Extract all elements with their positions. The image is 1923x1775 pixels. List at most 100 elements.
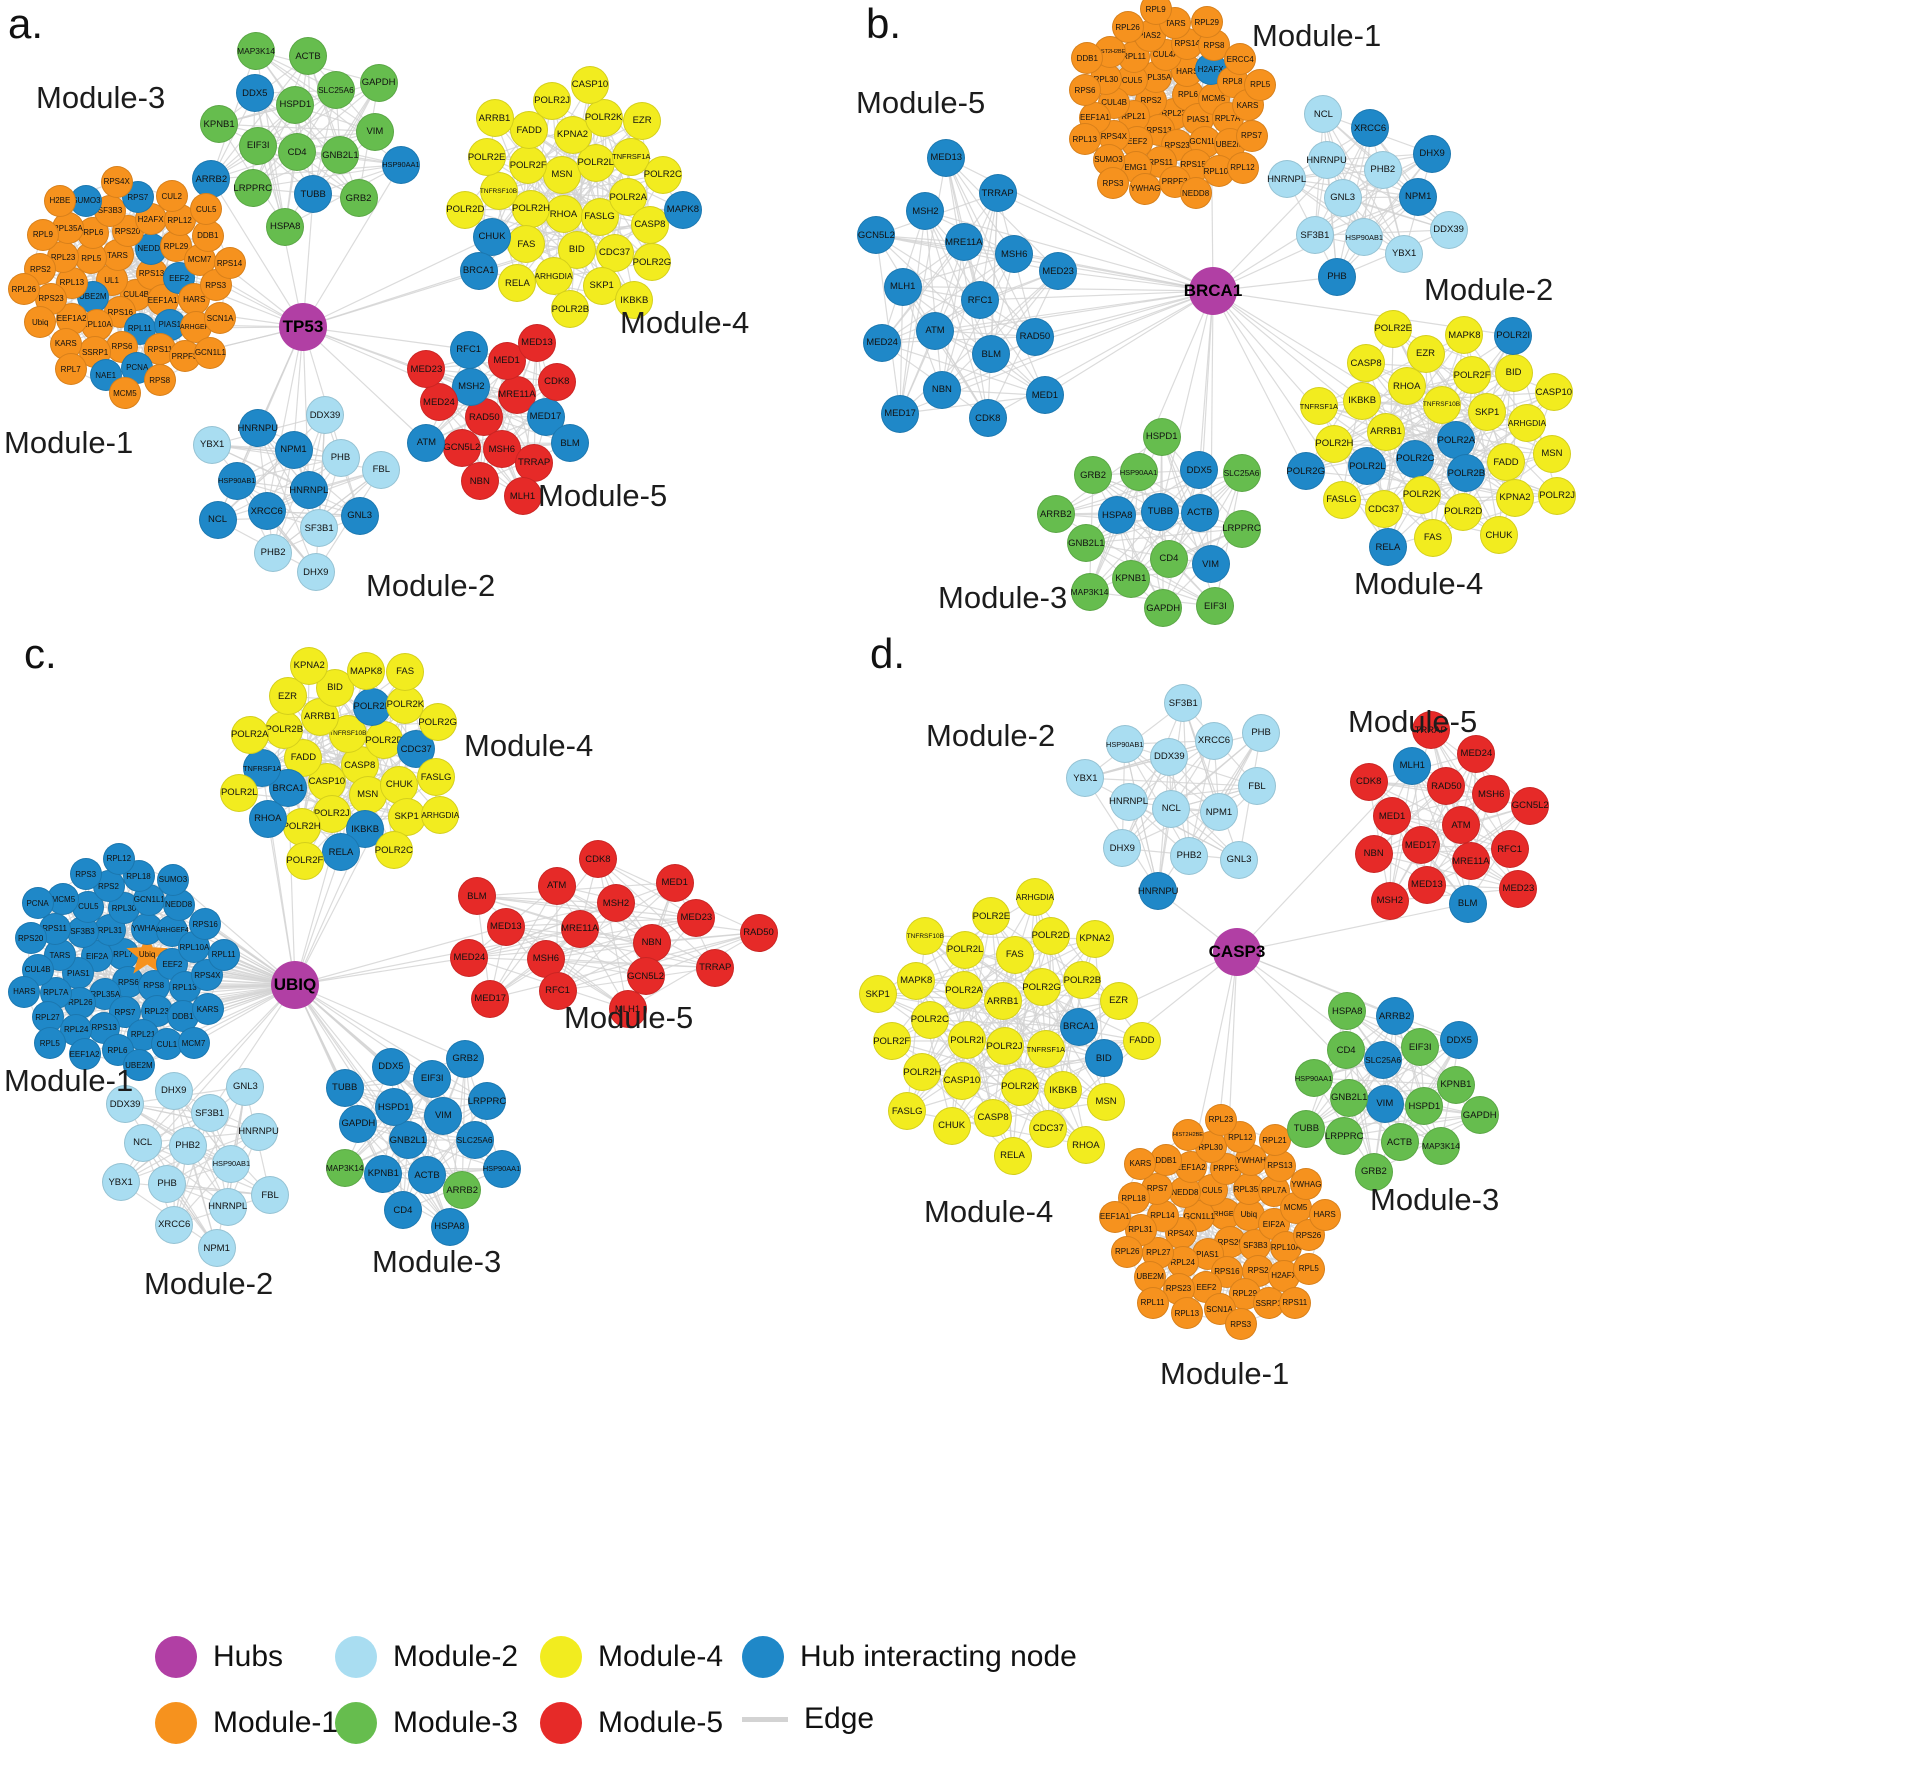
node-ubiq: Ubiq: [24, 306, 57, 338]
node-mapk8: MAPK8: [663, 190, 702, 229]
node-label: FASLG: [1326, 494, 1357, 506]
node-label: MAPK8: [666, 204, 699, 215]
edge: [1367, 465, 1516, 499]
node-label: BLM: [1457, 898, 1478, 910]
edge: [1124, 744, 1159, 892]
node-label: FASLG: [420, 771, 452, 783]
node-rpl11: RPL11: [1136, 1286, 1169, 1319]
legend-label: Module-2: [393, 1640, 519, 1673]
edge: [294, 925, 506, 986]
node-label: GAPDH: [361, 77, 396, 89]
edge: [900, 394, 1045, 415]
node-faslg: FASLG: [1322, 480, 1361, 519]
node-label: POLR2J: [1539, 490, 1576, 502]
node-rpl12: RPL12: [102, 842, 135, 875]
node-label: MED17: [529, 411, 562, 422]
node-label: RHOA: [254, 813, 282, 825]
node-rps11: RPS11: [1278, 1286, 1311, 1319]
edge: [294, 956, 470, 986]
node-label: FAS: [517, 238, 536, 250]
node-label: RPS8: [149, 375, 171, 385]
node-label: MSH2: [912, 205, 939, 217]
node-dhx9: DHX9: [1413, 134, 1452, 173]
node-polr2g: POLR2G: [418, 703, 457, 742]
module-label-d-module-3: Module-3: [1370, 1182, 1500, 1217]
edge: [1128, 801, 1240, 861]
legend-item-hub-interacting-node: Hub interacting node: [742, 1636, 1077, 1678]
edge: [941, 253, 1015, 391]
node-gcn1l1: GCN1L1: [194, 336, 227, 369]
node-label: NBN: [1363, 848, 1384, 860]
node-label: PHB2: [1370, 164, 1396, 176]
node-label: RPS14: [216, 258, 243, 268]
node-label: MAP3K14: [237, 46, 275, 57]
node-label: EEF1A2: [69, 1049, 100, 1059]
node-slc25a6: SLC25A6: [1222, 454, 1261, 492]
legend-color-swatch: [335, 1702, 377, 1744]
node-label: YWHAG: [1130, 184, 1161, 194]
node-nbn: NBN: [632, 923, 671, 962]
node-label: HSP90AB1: [1345, 232, 1383, 242]
node-label: FBL: [372, 464, 391, 476]
node-gnl3: GNL3: [1220, 840, 1258, 879]
node-label: CDC37: [599, 247, 631, 258]
node-arrb1: ARRB1: [475, 99, 514, 138]
node-ncl: NCL: [1152, 789, 1191, 828]
node-xrcc6: XRCC6: [1351, 109, 1390, 148]
edge: [597, 858, 629, 1010]
node-hsp90ab1: HSP90AB1: [212, 1144, 251, 1183]
edge: [210, 178, 304, 328]
node-label: HNRNPU: [237, 422, 279, 434]
node-label: HSPA8: [1331, 1005, 1363, 1017]
node-eif3i: EIF3I: [239, 126, 278, 165]
node-label: DDX39: [309, 409, 341, 421]
node-label: VIM: [1202, 558, 1220, 570]
edge: [1122, 785, 1258, 849]
node-label: RPL30: [111, 903, 137, 913]
node-label: POLR2C: [910, 1014, 949, 1026]
legend-label: Module-4: [598, 1640, 724, 1673]
edge: [1344, 1114, 1480, 1137]
node-label: UL1: [104, 275, 119, 285]
node-fas: FAS: [386, 652, 425, 691]
node-gapdh: GAPDH: [359, 63, 398, 102]
panel-tag-b: b.: [866, 0, 902, 47]
node-label: SF3B3: [1243, 1240, 1268, 1250]
node-label: RPS3: [75, 869, 97, 879]
hub-label: CASP3: [1208, 942, 1266, 961]
node-label: BID: [568, 244, 585, 255]
edge: [877, 993, 1003, 1002]
node-hnrnpl: HNRNPL: [289, 471, 328, 509]
node-label: RHOA: [1072, 1139, 1100, 1151]
node-ncl: NCL: [123, 1123, 162, 1162]
node-label: POLR2F: [873, 1035, 911, 1047]
node-rps3: RPS3: [69, 858, 102, 891]
node-tnfrsf10b: TNFRSF10B: [479, 172, 518, 210]
node-atm: ATM: [1442, 806, 1480, 844]
node-label: MLH1: [890, 281, 916, 292]
node-label: KPNB1: [1440, 1079, 1472, 1091]
edge: [505, 926, 628, 1010]
node-label: HNRNPL: [208, 1201, 248, 1212]
node-label: POLR2H: [1315, 438, 1354, 450]
module-label-c-module-4: Module-4: [464, 728, 594, 763]
node-ikbkb: IKBKB: [1343, 381, 1382, 420]
node-label: POLR2C: [643, 169, 682, 181]
node-label: HNRNPU: [238, 1126, 279, 1138]
module-label-b-module-1: Module-1: [1252, 18, 1382, 53]
node-label: SF3B1: [304, 522, 334, 534]
node-label: XRCC6: [1197, 735, 1231, 747]
node-phb2: PHB2: [168, 1126, 207, 1165]
node-label: ARRB1: [986, 995, 1019, 1007]
node-label: VIM: [1376, 1098, 1394, 1110]
node-hspd1: HSPD1: [1142, 417, 1181, 456]
edge: [924, 211, 943, 390]
node-label: RELA: [1375, 541, 1401, 553]
node-label: RPL23: [50, 252, 76, 262]
node-label: YBX1: [1391, 248, 1417, 260]
node-label: HSP90AB1: [212, 1159, 251, 1169]
node-label: GRB2: [452, 1053, 479, 1065]
edge: [945, 157, 1046, 396]
node-label: POLR2E: [1374, 323, 1412, 335]
node-label: TUBB: [300, 188, 326, 200]
